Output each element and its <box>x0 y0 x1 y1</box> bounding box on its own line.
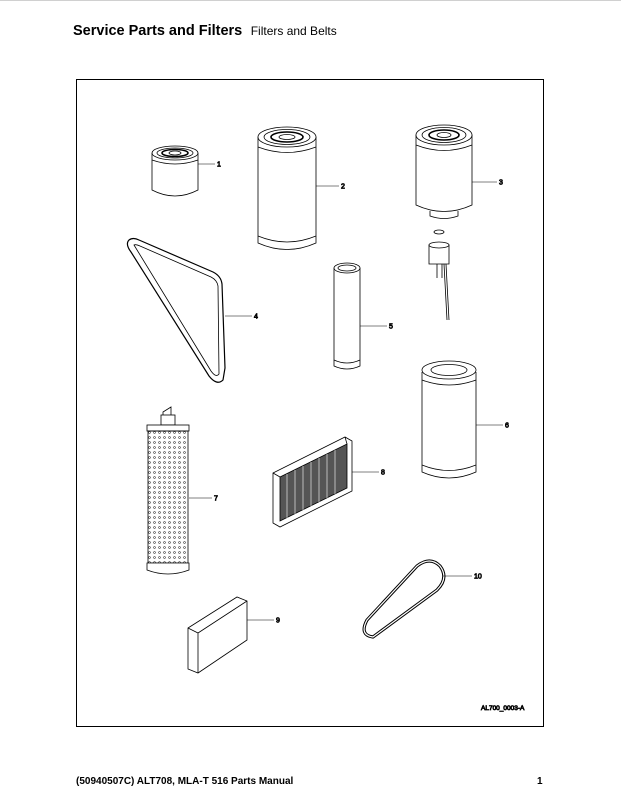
callout-1: 1 <box>217 162 221 169</box>
part-10-serpentine-belt <box>362 559 446 639</box>
page-title: Service Parts and Filters <box>73 23 243 39</box>
part-9-cabin-filter <box>187 596 248 674</box>
callout-7: 7 <box>214 496 218 503</box>
part-4-drive-belt <box>126 237 226 383</box>
callout-4: 4 <box>254 314 258 321</box>
callout-10: 10 <box>474 574 482 581</box>
footer-page-number: 1 <box>537 776 543 787</box>
footer-manual-title: (50940507C) ALT708, MLA-T 516 Parts Manu… <box>76 776 294 787</box>
part-7-hydraulic-element <box>146 406 190 575</box>
page-subtitle: Filters and Belts <box>250 24 337 38</box>
part-1-small-filter <box>151 145 199 197</box>
figure-frame: 1 2 3 4 5 6 7 8 9 10 AL700_0003-A <box>76 79 544 727</box>
callout-8: 8 <box>381 470 385 477</box>
callout-6: 6 <box>505 423 509 430</box>
callout-3: 3 <box>499 180 503 187</box>
leader-lines <box>189 163 503 621</box>
callout-9: 9 <box>276 618 280 625</box>
part-2-tall-filter <box>257 126 317 250</box>
top-rule <box>0 0 621 1</box>
part-3-fuel-filter <box>415 124 473 321</box>
callout-2: 2 <box>341 184 345 191</box>
part-6-outer-air-filter <box>421 360 477 479</box>
part-8-panel-filter <box>272 436 353 528</box>
part-5-air-filter-tube <box>333 262 361 370</box>
page-header: Service Parts and Filters Filters and Be… <box>73 22 337 40</box>
callout-5: 5 <box>389 324 393 331</box>
parts-illustration: 1 2 3 4 5 6 7 8 9 10 AL700_0003-A <box>126 124 525 712</box>
figure-code: AL700_0003-A <box>481 705 525 712</box>
